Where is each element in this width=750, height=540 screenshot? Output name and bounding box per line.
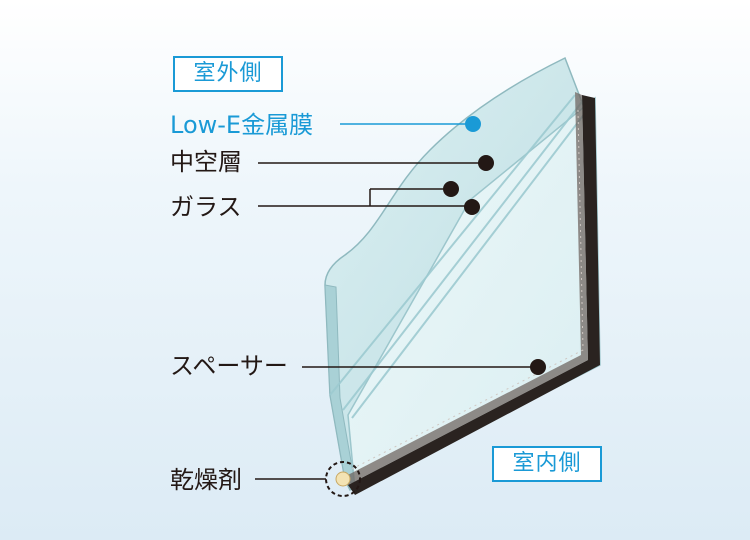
glass-edge-lines [329,94,596,419]
label-hollow-layer: 中空層 [170,148,242,176]
spacer-perforation [349,109,584,471]
label-low-e: Low-E金属膜 [170,111,314,139]
outdoor-side-tag: 室外側 [173,56,283,92]
dot-glass-outer [443,181,459,197]
desiccant-marker [325,461,361,497]
spacer-frame [348,95,600,495]
dot-low-e [465,116,481,132]
leader-glass [258,188,472,207]
label-spacer: スペーサー [170,352,288,380]
dot-hollow [478,155,494,171]
indoor-side-tag: 室内側 [492,446,602,482]
desiccant-core [335,471,351,487]
spacer-highlight [342,92,588,485]
label-desiccant: 乾燥剤 [170,466,242,494]
dot-glass-inner [464,199,480,215]
label-glass: ガラス [170,193,242,221]
dot-spacer [530,359,546,375]
